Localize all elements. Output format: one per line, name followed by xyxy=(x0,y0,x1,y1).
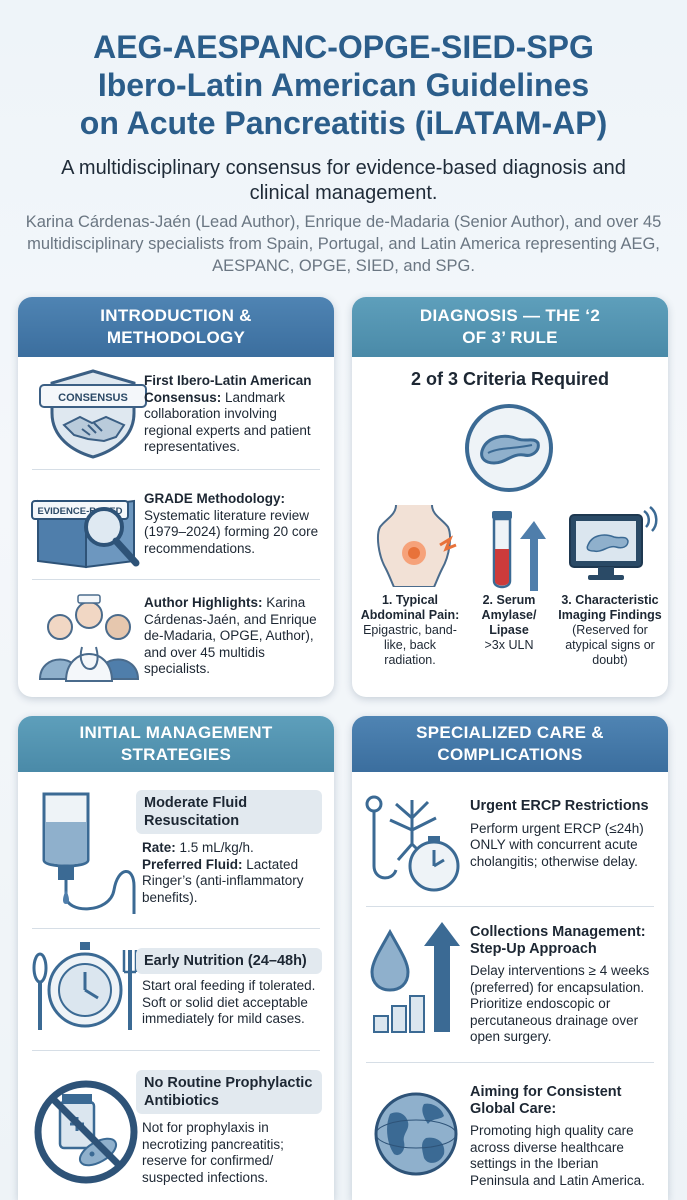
criterion-3: 3. Characteristic Imaging Findings (Rese… xyxy=(556,593,664,668)
header: AEG-AESPANC-OPGE-SIED-SPG Ibero-Latin Am… xyxy=(0,0,687,290)
criteria-title: 2 of 3 Criteria Required xyxy=(410,369,610,389)
collections-title: Collections Management: Step-Up Approach xyxy=(470,924,646,957)
intro-item-1-text: Landmark collaboration involving regiona… xyxy=(144,389,311,455)
collections-item: Collections Management: Step-Up Approach… xyxy=(470,924,660,1046)
intro-item-2-text: Systematic literature review (1979–2024)… xyxy=(144,507,319,556)
abdominal-pain-icon xyxy=(377,505,457,587)
fluid-text: Rate: 1.5 mL/kg/h. Preferred Fluid: Lact… xyxy=(142,840,326,906)
antibiotics-pill: No Routine Prophylactic Antibiotics xyxy=(136,1070,322,1114)
divider xyxy=(32,469,320,470)
fluid-pill: Moderate Fluid Resuscitation xyxy=(136,790,322,834)
specialists-group-icon xyxy=(38,594,140,682)
authors: Karina Cárdenas-Jaén (Lead Author), Enri… xyxy=(25,213,662,275)
title-line-3: on Acute Pancreatitis (iLATAM-AP) xyxy=(79,105,608,141)
diagnosis-card: DIAGNOSIS — THE ‘2 OF 3’ RULE 2 of 3 Cri… xyxy=(352,297,668,697)
antibiotics-text: Not for prophylaxis in necrotizing pancr… xyxy=(142,1120,284,1185)
divider xyxy=(32,1050,320,1051)
intro-item-2: GRADE Methodology: Systematic literature… xyxy=(144,491,326,557)
divider xyxy=(366,1062,654,1063)
intro-item-3-text: Karina Cárdenas-Jaén, and Enrique de-Mad… xyxy=(144,595,317,676)
nutrition-pill: Early Nutrition (24–48h) xyxy=(136,948,322,974)
global-care-text: Promoting high quality care across diver… xyxy=(470,1123,645,1188)
criterion-2-title: 2. Serum Amylase/ Lipase xyxy=(481,593,537,637)
title-line-2: Ibero-Latin American Guidelines xyxy=(97,67,590,103)
global-care-item: Aiming for Consistent Global Care: Promo… xyxy=(470,1084,660,1189)
criterion-1-text: Epigastric, band-like, back radiation. xyxy=(363,623,457,667)
book-magnifier-icon: EVIDENCE-BASED xyxy=(31,499,140,569)
ercp-title: Urgent ERCP Restrictions xyxy=(470,798,649,814)
criterion-3-text: (Reserved for atypical signs or doubt) xyxy=(565,623,655,667)
pancreas-icon xyxy=(465,404,553,492)
criterion-2-text: >3x ULN xyxy=(484,638,534,652)
criterion-3-title: 3. Characteristic Imaging Findings xyxy=(558,593,662,622)
specialized-heading: SPECIALIZED CARE & COMPLICATIONS xyxy=(352,716,668,772)
fluid-type: Lactated Ringer’s (anti-inflammatory ben… xyxy=(142,856,304,905)
handshake-shield-icon: CONSENSUS xyxy=(39,369,147,459)
diagnosis-heading: DIAGNOSIS — THE ‘2 OF 3’ RULE xyxy=(352,297,668,357)
criterion-2: 2. Serum Amylase/ Lipase >3x ULN xyxy=(464,593,554,653)
divider xyxy=(32,928,320,929)
divider xyxy=(366,906,654,907)
global-care-title: Aiming for Consistent Global Care: xyxy=(470,1084,622,1117)
criterion-1: 1. Typical Abdominal Pain: Epigastric, b… xyxy=(360,593,460,668)
intro-item-3-title: Author Highlights: xyxy=(144,595,263,610)
intro-heading: INTRODUCTION & METHODOLOGY xyxy=(18,297,334,357)
intro-item-1-title: First Ibero-Latin American Consensus: xyxy=(144,373,312,405)
ercp-text: Perform urgent ERCP (≤24h) ONLY with con… xyxy=(470,820,644,869)
management-card: INITIAL MANAGEMENT STRATEGIES Moderate F… xyxy=(18,716,334,1200)
title-line-1: AEG-AESPANC-OPGE-SIED-SPG xyxy=(93,29,594,65)
intro-item-1: First Ibero-Latin American Consensus: La… xyxy=(144,373,324,456)
globe-icon xyxy=(374,1092,458,1176)
iv-bag-icon xyxy=(42,792,136,914)
intro-card: INTRODUCTION & METHODOLOGY CONSENSUS Fir… xyxy=(18,297,334,697)
intro-item-2-title: GRADE Methodology: xyxy=(144,491,285,506)
endoscope-stopwatch-icon xyxy=(365,795,460,892)
drop-step-chart-icon xyxy=(370,922,460,1033)
no-antibiotics-icon xyxy=(34,1080,138,1184)
plate-clock-icon xyxy=(32,942,138,1030)
fluid-rate: 1.5 mL/kg/h. xyxy=(175,840,254,855)
divider xyxy=(32,579,320,580)
evidence-badge-text: EVIDENCE-BASED xyxy=(38,506,123,517)
fluid-type-label: Preferred Fluid: xyxy=(142,856,243,872)
collections-text: Delay interventions ≥ 4 weeks (preferred… xyxy=(470,963,650,1044)
fluid-rate-label: Rate: xyxy=(142,840,176,855)
specialized-card: SPECIALIZED CARE & COMPLICATIONS Urgent … xyxy=(352,716,668,1200)
test-tube-arrow-icon xyxy=(492,511,546,591)
intro-item-3: Author Highlights: Karina Cárdenas-Jaén,… xyxy=(144,595,326,678)
consensus-badge-text: CONSENSUS xyxy=(58,392,128,404)
imaging-monitor-icon xyxy=(569,506,658,580)
subtitle: A multidisciplinary consensus for eviden… xyxy=(61,157,626,204)
criterion-1-title: 1. Typical Abdominal Pain: xyxy=(360,593,460,622)
page-title: AEG-AESPANC-OPGE-SIED-SPG Ibero-Latin Am… xyxy=(10,28,677,142)
nutrition-text: Start oral feeding if tolerated. Soft or… xyxy=(142,978,316,1026)
ercp-item: Urgent ERCP Restrictions Perform urgent … xyxy=(470,798,660,870)
management-heading: INITIAL MANAGEMENT STRATEGIES xyxy=(18,716,334,772)
